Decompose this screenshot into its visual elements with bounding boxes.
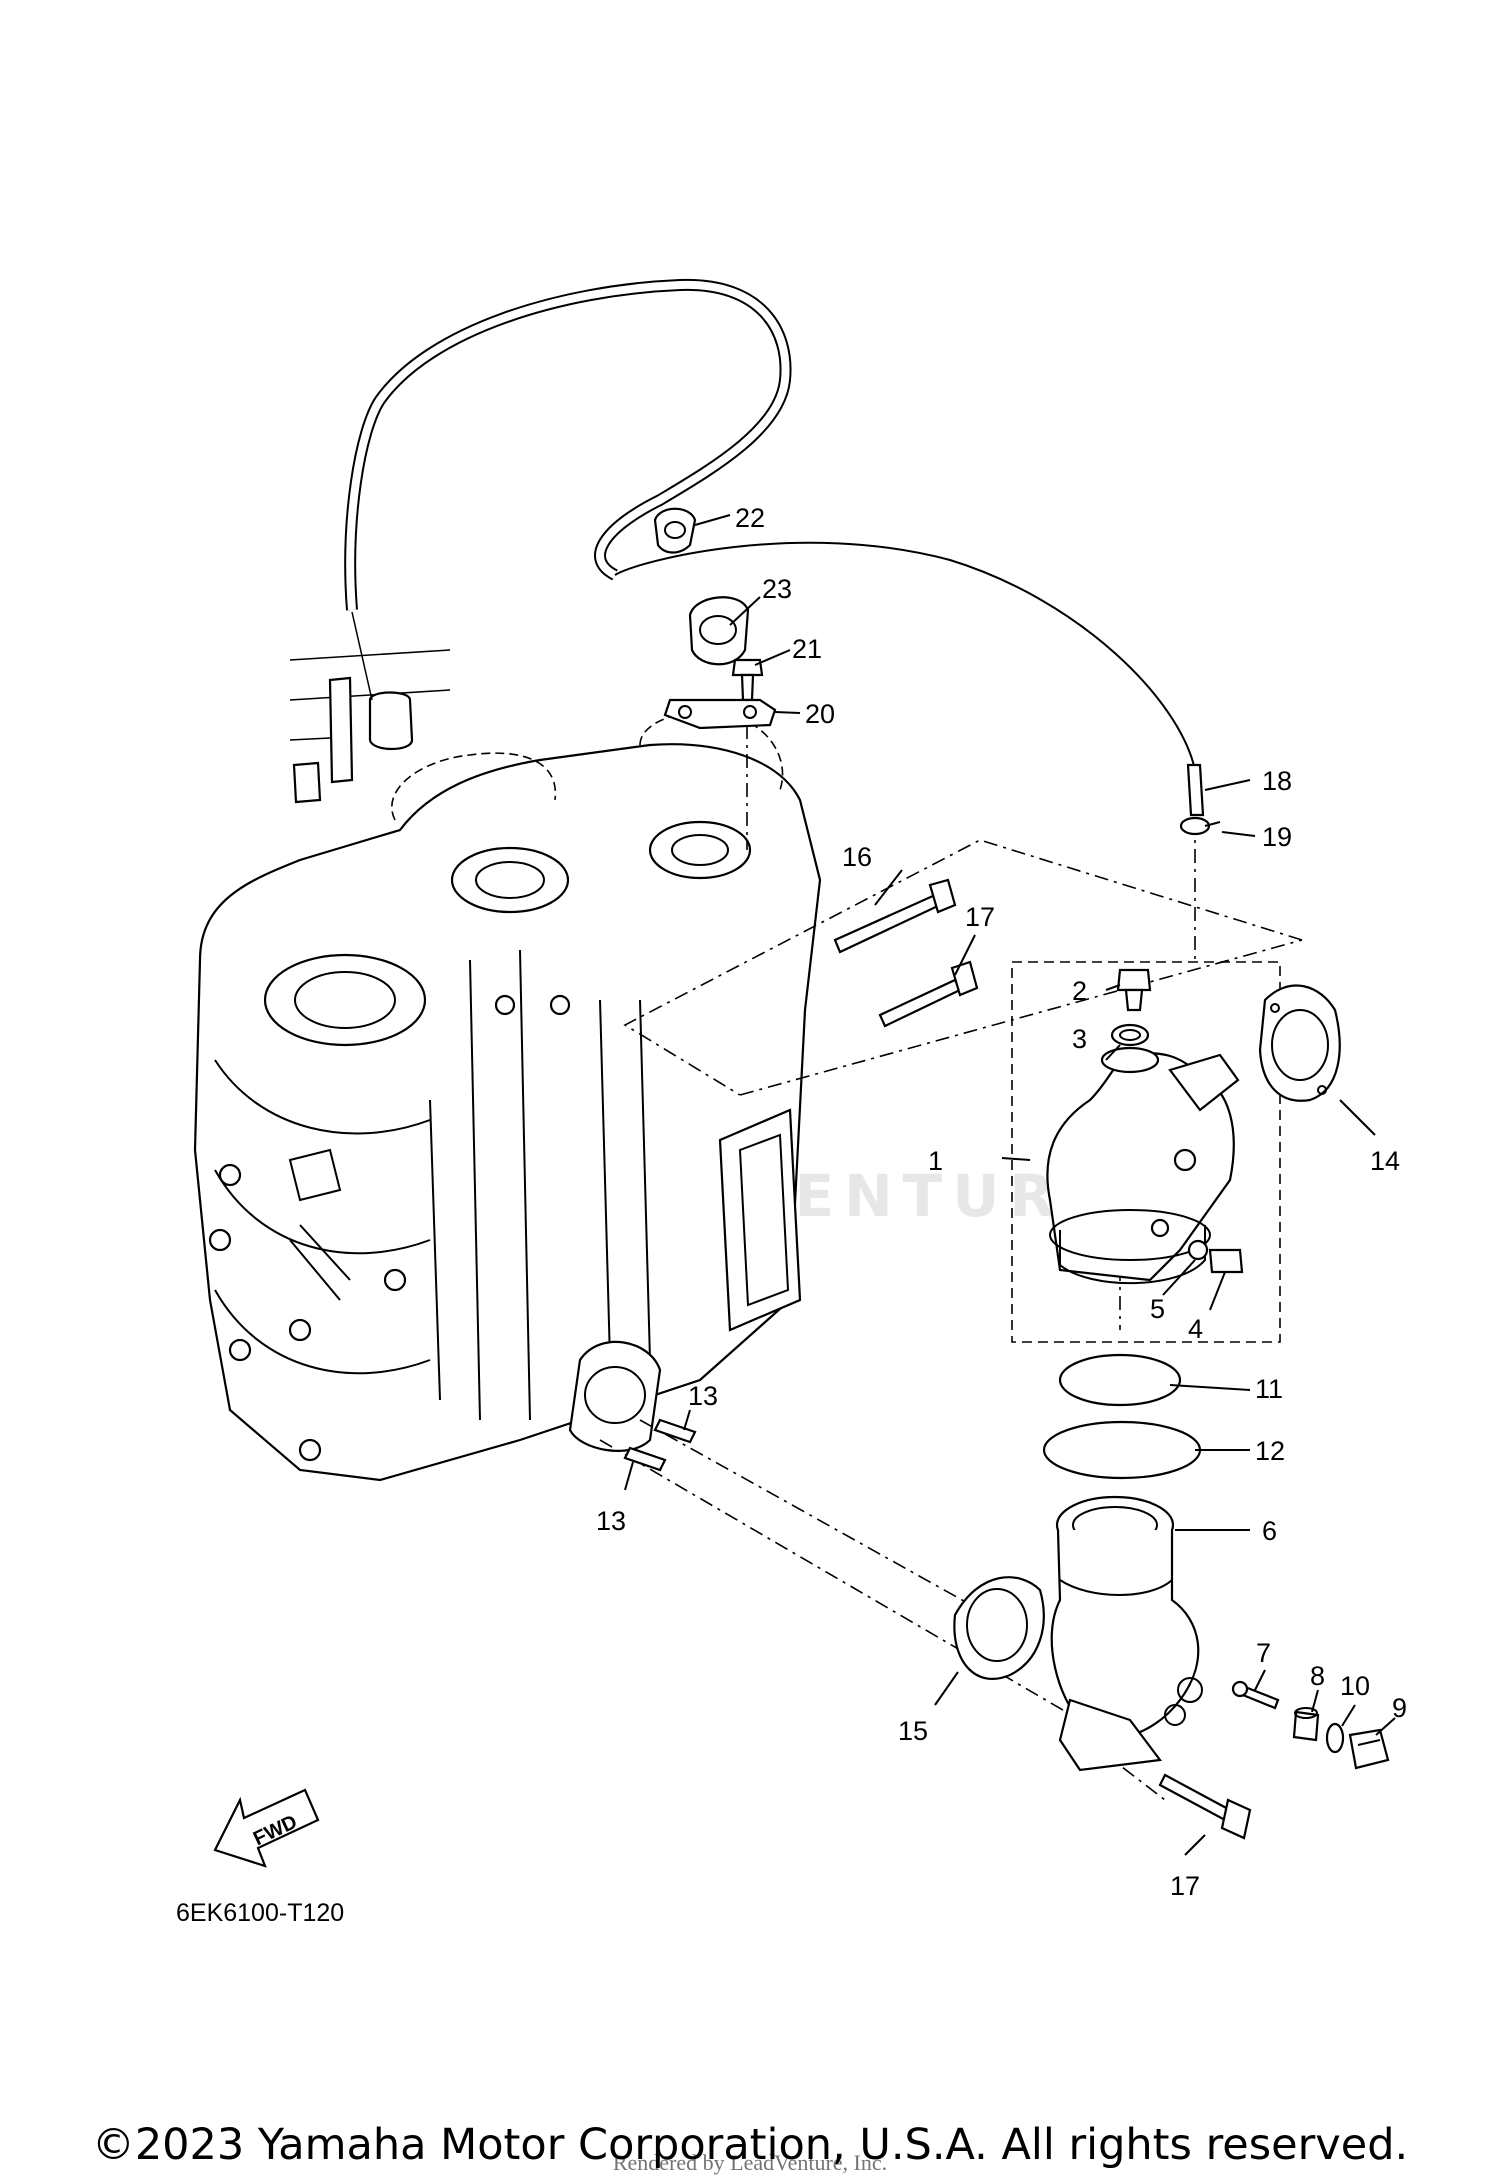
callout-5: 5 [1150, 1294, 1165, 1324]
part-17-bolt-lower [1158, 1773, 1252, 1840]
part-21-bolt [731, 658, 764, 702]
part-14-gasket [1258, 984, 1341, 1102]
callout-13-upper: 13 [688, 1381, 718, 1411]
leader-lines [624, 514, 1396, 1856]
callout-9: 9 [1392, 1693, 1407, 1723]
part-23-clamp [688, 596, 750, 666]
callout-12: 12 [1255, 1436, 1285, 1466]
part-16-bolt [833, 878, 957, 954]
part-15-gasket [953, 1576, 1045, 1680]
callout-3: 3 [1072, 1024, 1087, 1054]
callout-22: 22 [735, 503, 765, 533]
part-12-o-ring [1042, 1420, 1202, 1480]
part-1-housing [1046, 1046, 1240, 1285]
callout-2: 2 [1072, 976, 1087, 1006]
part-9-plug [1348, 1728, 1390, 1770]
callout-7: 7 [1256, 1638, 1271, 1668]
breather-hose [344, 278, 1205, 817]
engine-block-outline [193, 711, 822, 1482]
callout-6: 6 [1262, 1516, 1277, 1546]
part-6-exhaust-guide [1050, 1495, 1203, 1772]
callout-4: 4 [1188, 1314, 1203, 1344]
rendered-by-notice: Rendered by LeadVenture, Inc. [612, 2150, 888, 2175]
part-22-clip [653, 507, 697, 554]
part-3-washer [1110, 1023, 1150, 1047]
assembly-1-box [1011, 961, 1281, 1343]
part-20-bracket [663, 698, 777, 730]
part-2-plug [1116, 968, 1152, 1012]
part-8-collar [1292, 1707, 1320, 1742]
part-13-dowel-pins [623, 1418, 697, 1472]
part-17-bolt-upper [878, 960, 979, 1028]
callout-19: 19 [1262, 822, 1292, 852]
callout-11: 11 [1255, 1374, 1283, 1404]
part-10-washer [1325, 1722, 1345, 1754]
fwd-arrow-icon: FWD [213, 1788, 320, 1868]
part-5-washer [1187, 1239, 1209, 1261]
left-mount-detail [289, 611, 451, 804]
callout-14: 14 [1370, 1146, 1400, 1176]
part-11-o-ring [1058, 1353, 1182, 1407]
copyright-notice: ©2023 Yamaha Motor Corporation, U.S.A. A… [91, 2120, 1409, 2170]
callout-17-lower: 17 [1170, 1871, 1200, 1901]
callout-17-upper: 17 [965, 902, 995, 932]
callout-16: 16 [842, 842, 872, 872]
callout-labels: 22 23 21 20 18 19 16 17 2 3 1 14 5 4 11 … [596, 503, 1407, 1901]
callout-8: 8 [1310, 1661, 1325, 1691]
callout-1: 1 [928, 1146, 943, 1176]
callout-13-lower: 13 [596, 1506, 626, 1536]
callout-20: 20 [805, 699, 835, 729]
callout-21: 21 [792, 634, 822, 664]
callout-15: 15 [898, 1716, 928, 1746]
diagram-code: 6EK6100-T120 [176, 1899, 345, 1927]
callout-18: 18 [1262, 766, 1292, 796]
part-19-clip [1179, 816, 1221, 836]
callout-23: 23 [762, 574, 792, 604]
part-7-screw [1231, 1680, 1280, 1710]
callout-10: 10 [1340, 1671, 1370, 1701]
part-4-bolt [1208, 1248, 1244, 1274]
